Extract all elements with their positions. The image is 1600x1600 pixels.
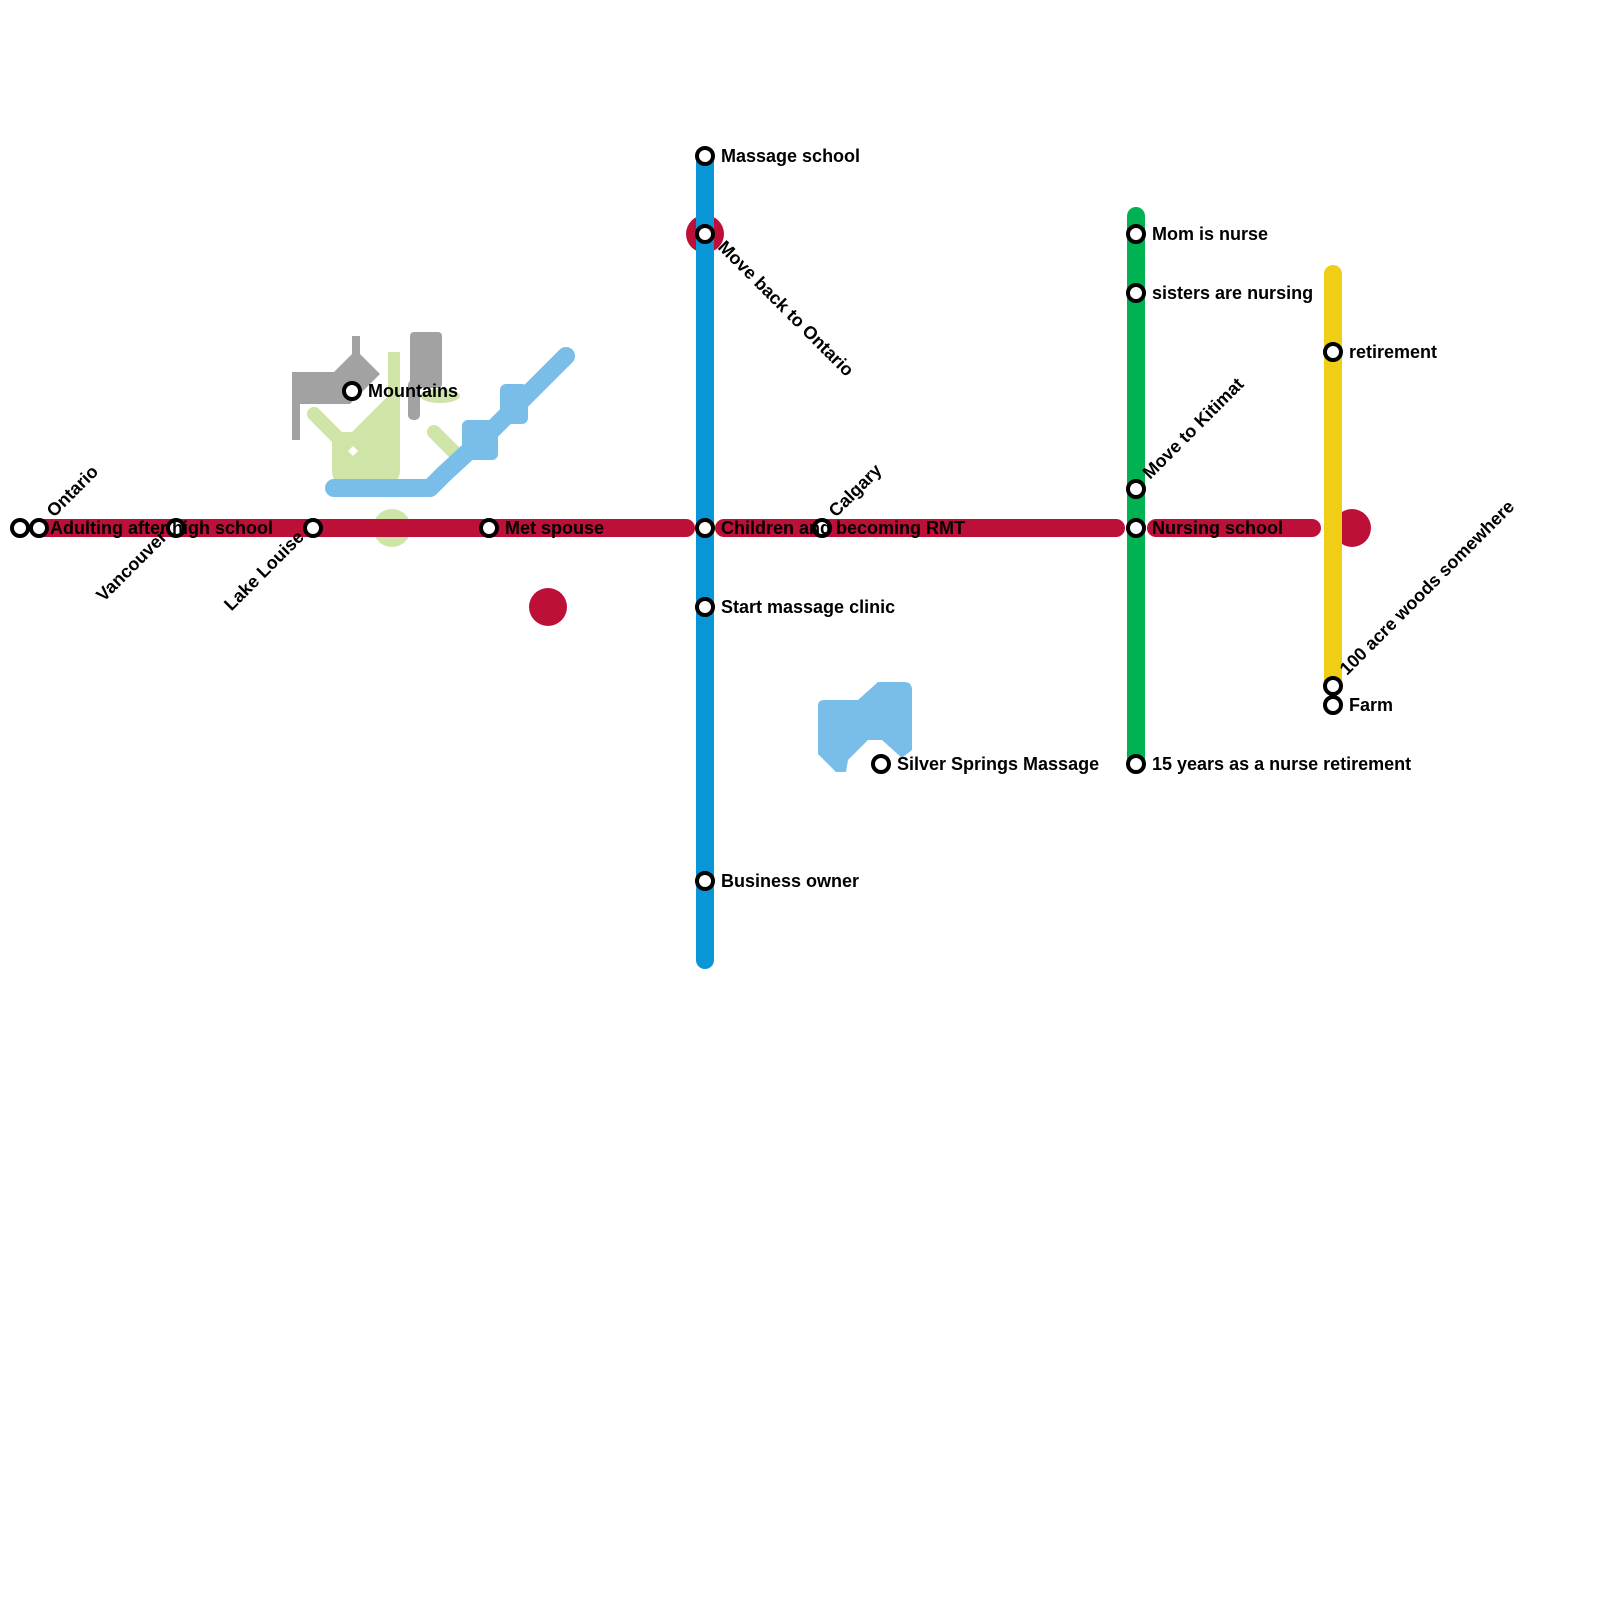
station-marker-vancouver[interactable] [166,518,186,538]
station-marker-sisters-nursing[interactable] [1126,283,1146,303]
station-marker-move-kitimat[interactable] [1126,479,1146,499]
lake-shape [818,682,912,772]
park-shape-2 [420,389,460,403]
river-shape-1 [500,384,528,424]
label-start-clinic: Start massage clinic [721,597,895,617]
station-marker-nurse-retirement[interactable] [1126,754,1146,774]
station-marker-retirement[interactable] [1323,342,1343,362]
label-mom-nurse: Mom is nurse [1152,224,1268,244]
station-marker-lake-louise[interactable] [303,518,323,538]
park-marker [348,446,358,456]
label-business-owner: Business owner [721,871,859,891]
station-marker-met-spouse[interactable] [479,518,499,538]
station-marker-massage-school[interactable] [695,146,715,166]
station-marker-business-owner[interactable] [695,871,715,891]
station-marker-adulting[interactable] [29,518,49,538]
station-marker-acre-woods[interactable] [1323,676,1343,696]
park-path-1 [307,407,343,443]
station-marker-start-clinic[interactable] [695,597,715,617]
station-marker-start[interactable] [10,518,30,538]
label-retirement: retirement [1349,342,1437,362]
mountain-shape-2 [410,332,442,388]
station-labels: Ontario Adulting after high school Vanco… [43,146,1519,891]
station-marker-mountains[interactable] [342,381,362,401]
red-line-dot [529,588,567,626]
station-marker-move-back[interactable] [695,224,715,244]
park-path-2 [427,425,463,461]
red-line-terminus-east [1333,509,1371,547]
mountain-feature [292,332,442,440]
label-vancouver: Vancouver [92,527,171,606]
label-sisters-nursing: sisters are nursing [1152,283,1313,303]
mountain-shape-1 [292,336,380,440]
label-lake-louise: Lake Louise [220,527,308,615]
label-adulting: Adulting after high school [50,518,273,538]
label-met-spouse: Met spouse [505,518,604,538]
station-marker-mom-nurse[interactable] [1126,224,1146,244]
label-massage-school: Massage school [721,146,860,166]
label-ontario: Ontario [43,461,102,520]
route-lines [31,147,1371,969]
label-calgary: Calgary [825,460,886,521]
label-mountains: Mountains [368,381,458,401]
park-feature [307,352,463,547]
station-marker-farm[interactable] [1323,695,1343,715]
label-farm: Farm [1349,695,1393,715]
station-marker-silver-springs[interactable] [871,754,891,774]
label-silver-springs: Silver Springs Massage [897,754,1099,774]
label-children-rmt: Children and becoming RMT [721,518,965,538]
label-move-kitimat: Move to Kitimat [1139,374,1248,483]
label-nursing-school: Nursing school [1152,518,1283,538]
station-marker-nursing-school[interactable] [1126,518,1146,538]
label-move-back: Move back to Ontario [714,237,858,381]
stations [10,146,1343,891]
label-nurse-retirement: 15 years as a nurse retirement [1152,754,1411,774]
river-feature [325,347,912,772]
mountain-shape-3 [408,380,420,420]
station-marker-calgary[interactable] [812,518,832,538]
river-shape-2 [462,420,498,460]
station-marker-children-rmt[interactable] [695,518,715,538]
